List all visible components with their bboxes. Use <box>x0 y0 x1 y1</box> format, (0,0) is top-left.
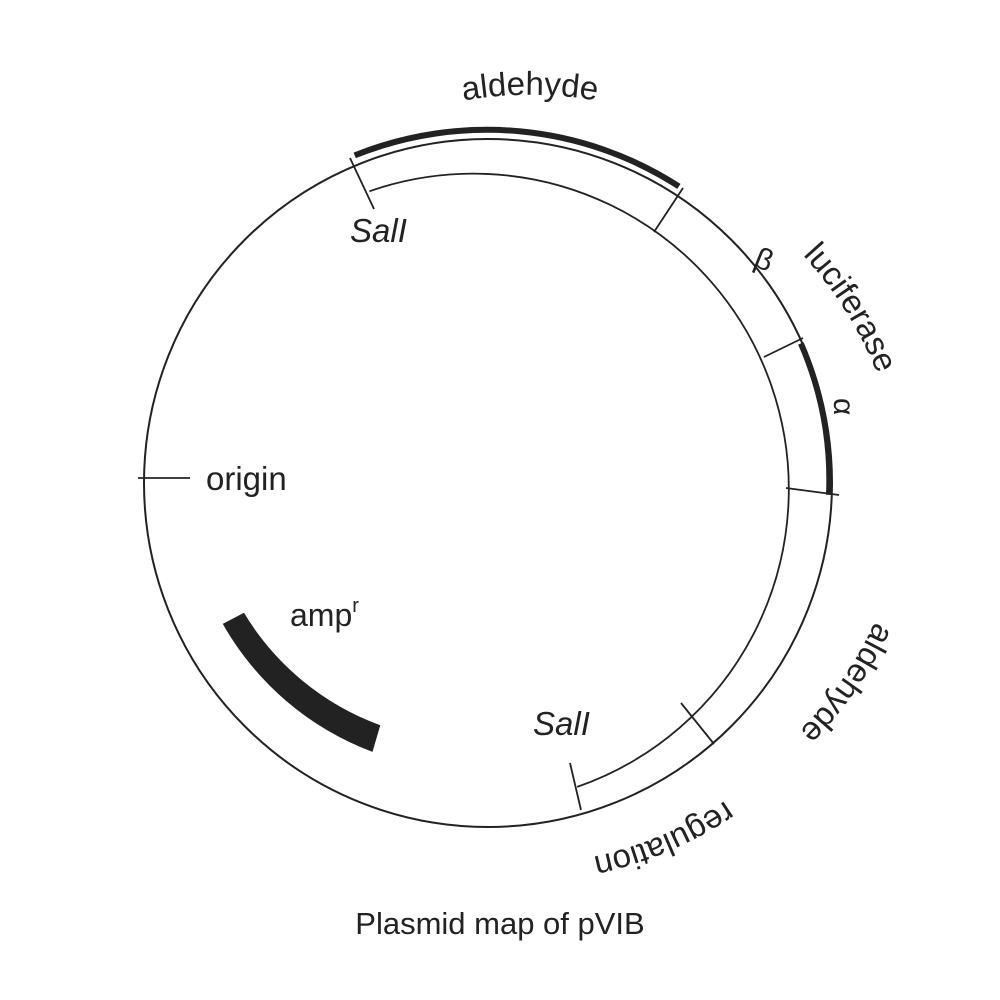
luciferase-alpha-gene-arc <box>798 342 833 496</box>
regulation-label: regulation <box>591 795 742 886</box>
insert-inner-arc <box>369 172 790 788</box>
figure-caption: Plasmid map of pVIB <box>355 906 645 941</box>
aldehyde-top-label-path: aldehyde <box>459 65 601 108</box>
beta-alpha-boundary-tick <box>763 337 804 358</box>
alpha-label: α <box>827 398 860 415</box>
aldehyde-luciferase-boundary-tick <box>653 187 684 233</box>
amp-label-superscript: r <box>352 595 359 617</box>
aldehyde-top-gene-arc <box>353 126 681 189</box>
origin-label: origin <box>206 460 287 497</box>
aldehyde-top-label: aldehyde <box>459 65 601 108</box>
aldehyde-right-label-path: aldehyde <box>794 618 902 751</box>
aldehyde-regulation-boundary-tick <box>680 702 715 745</box>
amp-label: ampr <box>290 595 359 633</box>
sali-top-cut-tick <box>349 157 375 210</box>
luciferase-label: luciferase <box>798 235 906 377</box>
amp-label-text: amp <box>290 597 352 633</box>
sali-bottom-label: SalI <box>533 705 590 742</box>
aldehyde-right-label: aldehyde <box>794 618 902 751</box>
amp-resistance-gene-block <box>222 612 381 752</box>
regulation-label-path: regulation <box>591 795 742 886</box>
beta-label: β <box>750 242 778 279</box>
sali-bottom-cut-tick <box>569 762 582 811</box>
sali-top-label: SalI <box>350 212 407 249</box>
luciferase-aldehyde-boundary-tick <box>785 487 840 496</box>
luciferase-label-path: luciferase <box>798 235 906 377</box>
